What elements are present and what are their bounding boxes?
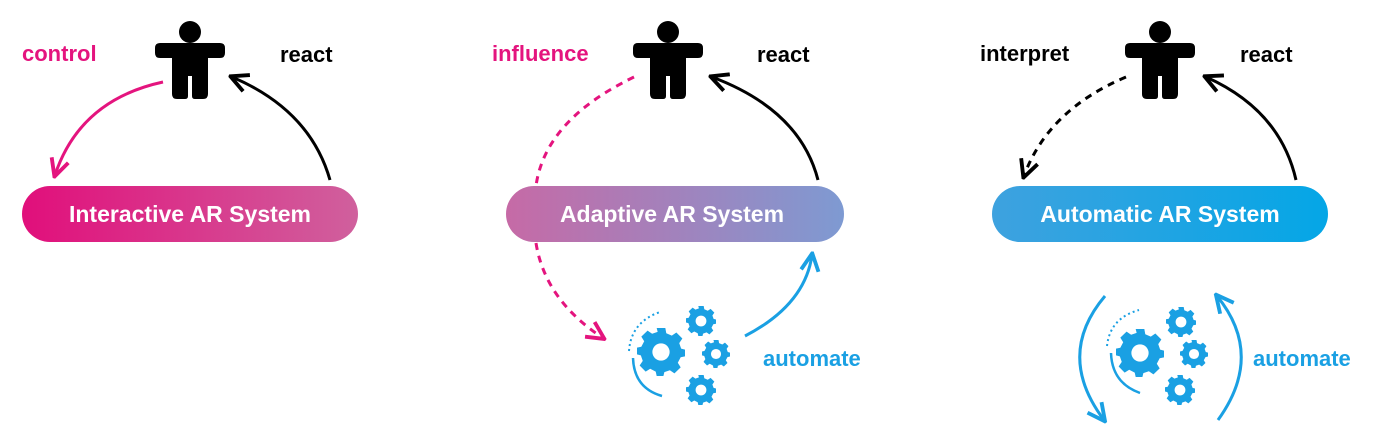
automatic-system-box [992, 186, 1328, 242]
influence-arrow-lower [534, 242, 603, 338]
interactive-system-label: Interactive AR System [69, 201, 311, 227]
react-label: react [757, 42, 810, 67]
panel-adaptive: influence react Adaptive AR System autom… [492, 21, 861, 405]
panel-automatic: interpret react Automatic AR System auto… [980, 21, 1351, 420]
adaptive-system-label: Adaptive AR System [560, 201, 784, 227]
interpret-arrow [1024, 75, 1127, 176]
automate-cycle-arrow-right [1217, 296, 1243, 421]
control-label: control [22, 41, 97, 66]
gears-icon [1106, 307, 1208, 405]
react-arrow [232, 77, 332, 181]
interpret-label: interpret [980, 41, 1070, 66]
react-arrow [1206, 77, 1298, 181]
gears-icon [628, 306, 730, 405]
person-icon [633, 21, 703, 99]
person-icon [155, 21, 225, 99]
react-label: react [280, 42, 333, 67]
interactive-system-box [22, 186, 358, 242]
adaptive-system-box [506, 186, 844, 242]
automatic-system-label: Automatic AR System [1040, 201, 1279, 227]
react-label: react [1240, 42, 1293, 67]
control-arrow [55, 80, 164, 175]
automate-label: automate [1253, 346, 1351, 371]
influence-arrow-upper [534, 75, 635, 187]
panel-interactive: control react Interactive AR System [22, 21, 358, 242]
react-arrow [712, 77, 820, 181]
automate-cycle-arrow-left [1078, 295, 1105, 420]
automate-arrow [744, 255, 812, 338]
automate-label: automate [763, 346, 861, 371]
person-icon [1125, 21, 1195, 99]
influence-label: influence [492, 41, 589, 66]
